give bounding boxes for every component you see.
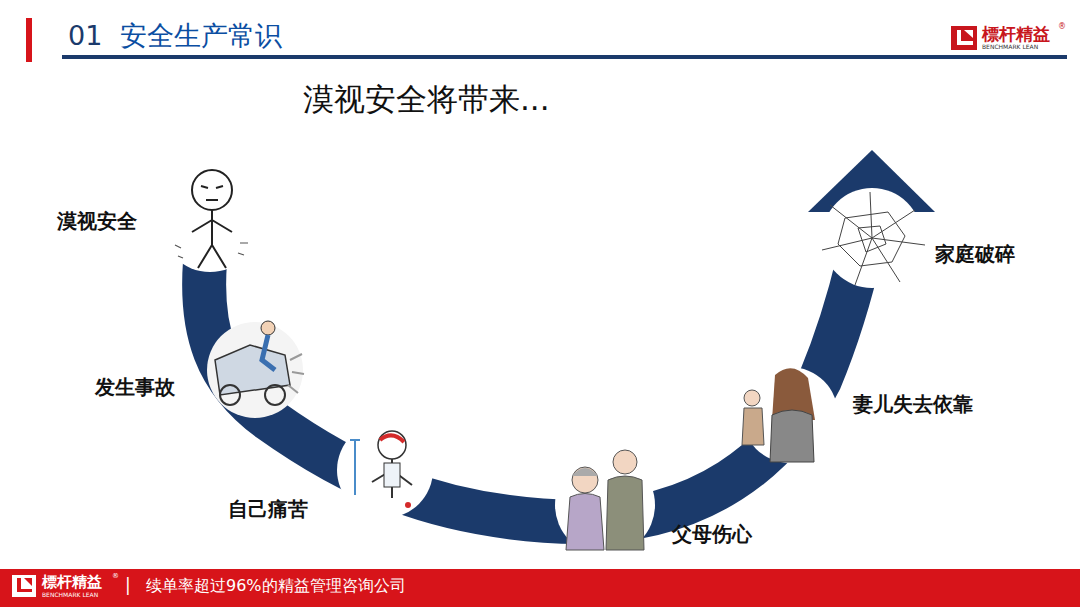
curved-arrow-band: [204, 205, 870, 522]
subtitle: 漠视安全将带来...: [303, 82, 550, 118]
footer-band: [0, 569, 1080, 607]
footer-logo-subtext: BENCHMARK LEAN: [42, 592, 98, 599]
section-number: 01: [68, 20, 102, 51]
logo-text: 標杆精益: [982, 25, 1050, 45]
sad-parents-picture: [555, 450, 655, 555]
footer-logo-icon: [12, 575, 36, 597]
stage-label: 漠视安全: [57, 210, 137, 233]
accent-bar: [26, 18, 32, 62]
registered-mark: ®: [1058, 22, 1066, 31]
logo-subtext: BENCHMARK LEAN: [982, 44, 1038, 51]
stage-label: 家庭破碎: [935, 243, 1015, 266]
footer-slogan: 续单率超过96%的精益管理咨询公司: [146, 577, 406, 595]
footer-divider: |: [125, 576, 131, 596]
slide-title: 安全生产常识: [120, 20, 282, 51]
broken-glass-picture: [822, 188, 925, 288]
stage-label: 父母伤心: [672, 523, 752, 546]
stage-label: 发生事故: [95, 376, 175, 399]
header-rule: [62, 55, 1067, 59]
footer-logo-text: 標杆精益: [42, 574, 102, 591]
stage-label: 自己痛苦: [228, 498, 308, 521]
injured-person-picture: [337, 422, 433, 518]
logo-icon: [951, 26, 977, 50]
indifferent-figure: [160, 170, 260, 272]
stage-label: 妻儿失去依靠: [853, 393, 973, 416]
wife-and-child-picture: [742, 367, 838, 463]
accident-picture: [207, 321, 304, 418]
registered-mark: ®: [112, 572, 119, 580]
